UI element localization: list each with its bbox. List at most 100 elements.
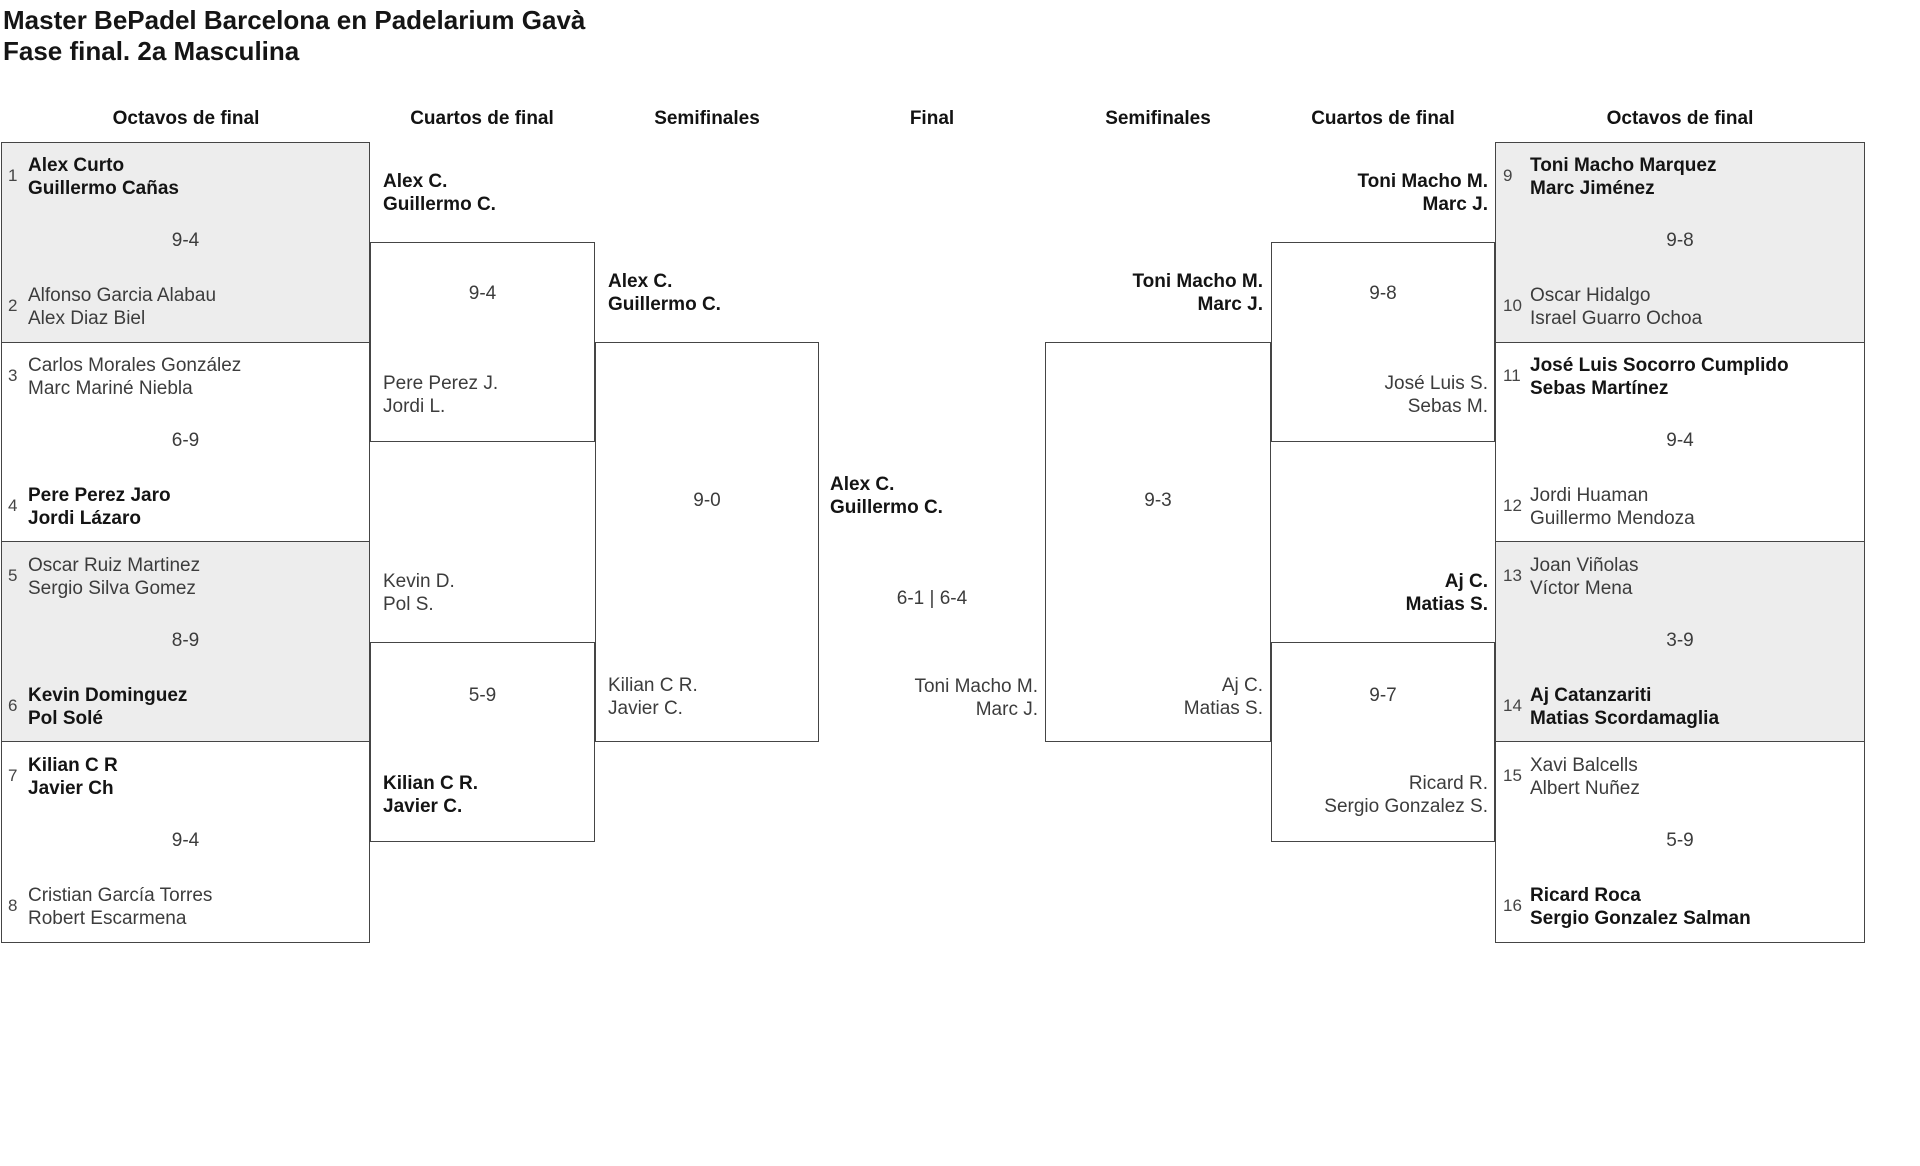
match-score-13-14: 3-9 [1666,630,1694,651]
category-subtitle: Fase final. 2a Masculina [3,36,300,66]
player-name: Kevin Dominguez [28,685,188,706]
qf-team-names: Toni Macho M. Marc J. [1357,170,1488,216]
qf-team-names: Kevin D. Pol S. [383,570,455,616]
team-names-seed-8: Cristian García Torres Robert Escarmena [28,884,212,930]
player-name: Guillermo C. [383,194,496,215]
final-winner-names: Alex C. Guillermo C. [830,473,943,519]
seed-16: 16 [1503,896,1522,915]
player-name: Matias Scordamaglia [1530,708,1720,729]
match-box-9-10 [1496,143,1864,343]
round-header-left-cuartos: Cuartos de final [410,108,554,129]
qf-team-names: Ricard R. Sergio Gonzalez S. [1324,772,1488,818]
player-name: Pol S. [383,594,434,615]
player-name: Víctor Mena [1530,578,1633,599]
left-quarterfinal-box-1 [370,242,595,442]
match-score-15-16: 5-9 [1666,830,1694,851]
player-name: Javier C. [608,698,683,719]
match-box-1-2 [2,143,369,343]
qf-score: 5-9 [468,685,497,706]
final-runnerup-names: Toni Macho M. Marc J. [914,675,1038,721]
left-semifinal-box [595,342,819,742]
seed-8: 8 [8,896,18,915]
player-name: Alex C. [383,171,448,192]
player-name: Javier Ch [28,778,114,799]
player-name: Kilian C R [28,755,118,776]
player-name: Aj C. [1444,571,1488,592]
player-name: Joan Viñolas [1530,555,1639,576]
team-names-seed-1: Alex Curto Guillermo Cañas [28,154,179,200]
round-header-final: Final [909,108,955,129]
page-title-block: Master BePadel Barcelona en Padelarium G… [3,5,585,67]
seed-15: 15 [1503,766,1522,785]
player-name: Aj Catanzariti [1530,685,1652,706]
qf-team-names: Aj C. Matias S. [1406,570,1488,616]
sf-team-names: Kilian C R. Javier C. [608,674,698,720]
qf-score: 9-7 [1369,685,1397,706]
player-name: Aj C. [1221,675,1263,696]
player-name: Marc J. [1197,294,1263,315]
player-name: Marc Mariné Niebla [28,378,193,399]
player-name: Sebas M. [1407,396,1488,417]
tournament-title: Master BePadel Barcelona en Padelarium G… [3,5,586,35]
player-name: Ricard R. [1408,773,1488,794]
team-names-seed-11: José Luis Socorro Cumplido Sebas Martíne… [1530,354,1789,400]
player-name: Marc J. [975,699,1038,720]
team-names-seed-4: Pere Perez Jaro Jordi Lázaro [28,484,171,530]
player-name: Alex C. [608,271,673,292]
match-box-11-12 [1496,342,1864,542]
seed-9: 9 [1503,166,1513,185]
player-name: Israel Guarro Ochoa [1530,308,1703,329]
match-score-3-4: 6-9 [171,430,200,451]
seed-11: 11 [1503,366,1521,385]
player-name: Kilian C R. [608,675,698,696]
team-names-seed-7: Kilian C R Javier Ch [28,754,118,800]
player-name: Jordi Lázaro [28,508,141,529]
player-name: Marc J. [1422,194,1488,215]
qf-team-names: José Luis S. Sebas M. [1385,372,1489,418]
round-header-right-cuartos: Cuartos de final [1311,108,1455,129]
player-name: José Luis S. [1384,373,1489,394]
player-name: Pere Perez J. [383,373,499,394]
team-names-seed-10: Oscar Hidalgo Israel Guarro Ochoa [1530,284,1702,330]
team-names-seed-3: Carlos Morales González Marc Mariné Nieb… [28,354,241,400]
player-name: Jordi L. [383,396,446,417]
sf-score: 9-3 [1144,490,1172,511]
right-round-of-16-column [1495,142,1865,943]
match-score-7-8: 9-4 [171,830,200,851]
sf-team-names: Alex C. Guillermo C. [608,270,721,316]
player-name: Albert Nuñez [1530,778,1640,799]
right-quarterfinal-box-2 [1271,642,1495,842]
seed-6: 6 [8,696,18,715]
round-header-left-semis: Semifinales [654,108,760,129]
player-name: Pere Perez Jaro [28,485,171,506]
team-names-seed-5: Oscar Ruiz Martinez Sergio Silva Gomez [28,554,200,600]
match-score-1-2: 9-4 [171,230,200,251]
player-name: Oscar Hidalgo [1530,285,1651,306]
player-name: Xavi Balcells [1530,755,1638,776]
player-name: Toni Macho M. [914,676,1038,697]
round-header-left-octavos: Octavos de final [112,108,260,129]
player-name: Sergio Silva Gomez [28,578,196,599]
player-name: José Luis Socorro Cumplido [1530,355,1789,376]
round-header-right-semis: Semifinales [1105,108,1211,129]
player-name: Robert Escarmena [28,908,187,929]
seed-1: 1 [8,166,18,185]
player-name: Matias S. [1405,594,1488,615]
match-score-9-10: 9-8 [1666,230,1694,251]
player-name: Kilian C R. [383,773,479,794]
player-name: Cristian García Torres [28,885,213,906]
team-names-seed-13: Joan Viñolas Víctor Mena [1530,554,1638,600]
player-name: Sergio Gonzalez S. [1324,796,1488,817]
player-name: Sergio Gonzalez Salman [1530,908,1751,929]
seed-14: 14 [1503,696,1522,715]
seed-13: 13 [1503,566,1522,585]
seed-5: 5 [8,566,18,585]
left-quarterfinal-box-2 [370,642,595,842]
match-box-15-16 [1496,741,1864,941]
player-name: Kevin D. [383,571,455,592]
match-score-11-12: 9-4 [1666,430,1694,451]
player-name: Marc Jiménez [1530,178,1655,199]
round-header-right-octavos: Octavos de final [1606,108,1754,129]
seed-3: 3 [8,366,18,385]
